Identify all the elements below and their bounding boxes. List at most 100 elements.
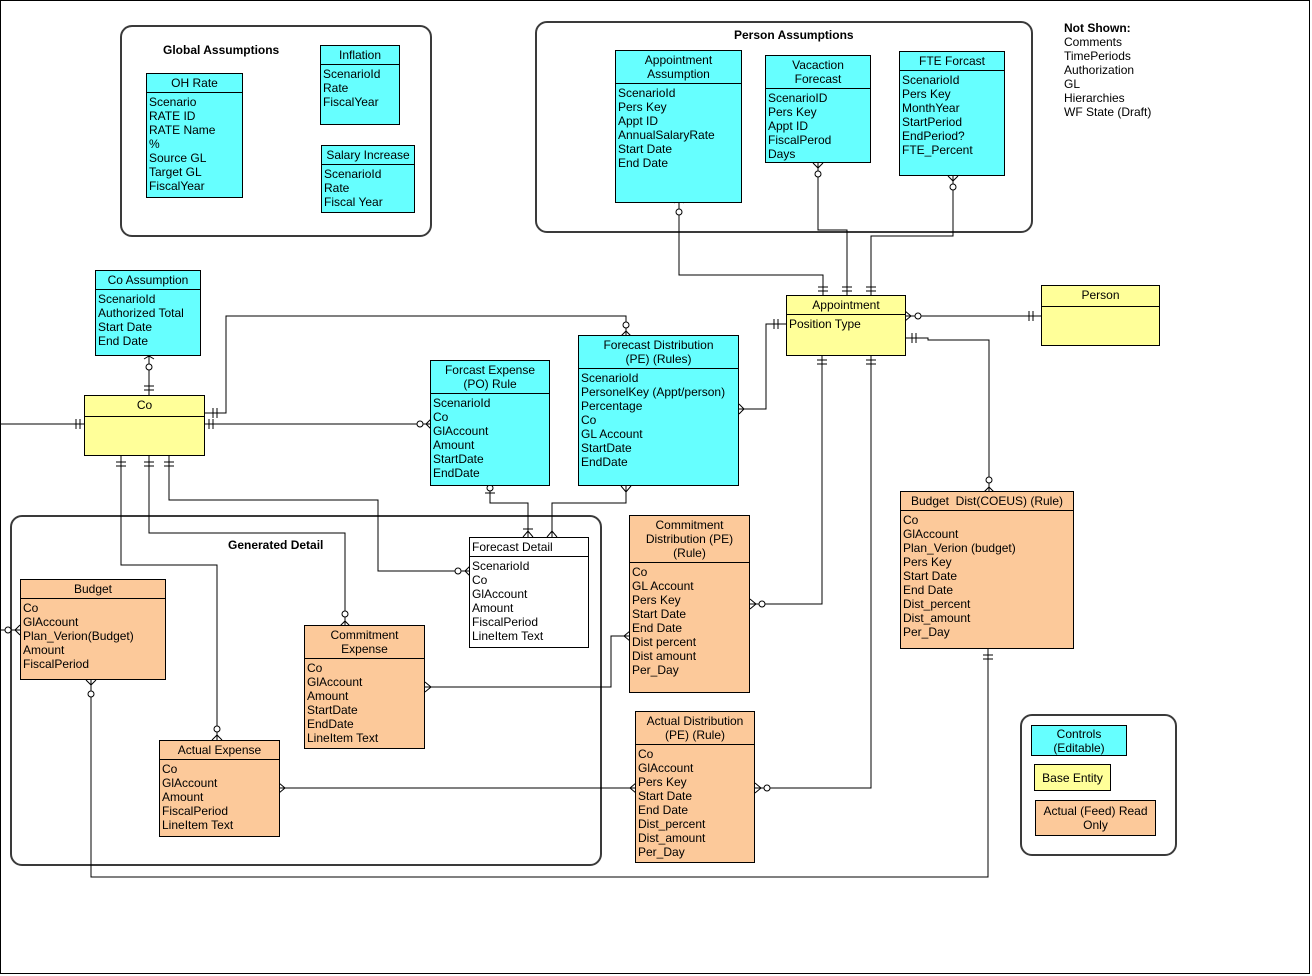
- entity-title: Forecast Detail: [470, 538, 588, 557]
- entity-appointment[interactable]: Appointment Position Type: [786, 295, 906, 356]
- entity-budget[interactable]: Budget Co GlAccount Plan_Verion(Budget) …: [20, 579, 166, 680]
- entity-field: StartDate: [307, 703, 358, 717]
- entity-field: EndDate: [307, 717, 354, 731]
- entity-field: ScenarioId: [324, 167, 382, 181]
- entity-title: Budget: [21, 580, 165, 599]
- entity-field: Scenario: [149, 95, 197, 109]
- entity-title: FTE Forcast: [900, 52, 1004, 71]
- entity-field: Appt ID: [768, 119, 809, 133]
- entity-field: LineItem Text: [162, 818, 234, 832]
- entity-field: Appt ID: [618, 114, 659, 128]
- not-shown-title: Not Shown:: [1064, 21, 1131, 35]
- entity-field: GlAccount: [903, 527, 959, 541]
- entity-field: Target GL: [149, 165, 202, 179]
- connector-apptassumption-appointment: [678, 203, 824, 296]
- entity-field: End Date: [632, 621, 683, 635]
- entity-field: Amount: [162, 790, 204, 804]
- entity-actual-distribution[interactable]: Actual Distribution (PE) (Rule) Co GlAcc…: [635, 711, 755, 863]
- entity-field: StartDate: [433, 452, 484, 466]
- entity-field: ScenarioId: [98, 292, 156, 306]
- entity-field: Start Date: [98, 320, 153, 334]
- entity-co-assumption[interactable]: Co Assumption ScenarioId Authorized Tota…: [95, 270, 201, 356]
- entity-oh-rate[interactable]: OH Rate Scenario RATE ID RATE Name % Sou…: [146, 73, 243, 198]
- entity-commitment-distribution[interactable]: Commitment Distribution (PE) (Rule) Co G…: [629, 515, 750, 693]
- entity-field: AnnualSalaryRate: [618, 128, 715, 142]
- entity-inflation[interactable]: Inflation ScenarioId Rate FiscalYear: [320, 45, 400, 125]
- entity-budget-dist[interactable]: Budget Dist(COEUS) (Rule) Co GlAccount P…: [900, 491, 1074, 649]
- entity-title: Commitment Distribution (PE) (Rule): [630, 516, 749, 563]
- entity-title: Commitment Expense: [305, 626, 424, 659]
- entity-field: ScenarioId: [323, 67, 381, 81]
- entity-field: Start Date: [903, 569, 958, 583]
- entity-field: EndPeriod?: [902, 129, 965, 143]
- entity-field: GlAccount: [23, 615, 79, 629]
- entity-co[interactable]: Co: [84, 395, 205, 456]
- entity-field: StartPeriod: [902, 115, 963, 129]
- entity-appointment-assumption[interactable]: Appointment Assumption ScenarioId Pers K…: [615, 50, 742, 203]
- entity-field: MonthYear: [902, 101, 960, 115]
- entity-field: ScenarioId: [902, 73, 960, 87]
- entity-forcast-expense[interactable]: Forcast Expense (PO) Rule ScenarioId Co …: [430, 360, 550, 486]
- entity-forecast-distribution[interactable]: Forecast Distribution (PE) (Rules) Scena…: [578, 335, 739, 486]
- connector-co-commitmentexpense: [148, 455, 346, 626]
- entity-field: Source GL: [149, 151, 207, 165]
- person-assumptions-title: Person Assumptions: [734, 28, 854, 42]
- entity-title: Vacaction Forecast: [766, 56, 870, 89]
- entity-field: Co: [23, 601, 39, 615]
- entity-title: Appointment Assumption: [616, 51, 741, 84]
- entity-field: GlAccount: [307, 675, 363, 689]
- entity-field: Amount: [23, 643, 65, 657]
- entity-field: Pers Key: [632, 593, 681, 607]
- entity-field: ScenarioId: [581, 371, 639, 385]
- entity-field: Co: [632, 565, 648, 579]
- not-shown-note: Not Shown: Comments TimePeriods Authoriz…: [1064, 21, 1151, 119]
- entity-field: LineItem Text: [307, 731, 379, 745]
- connector-vacation-appointment: [817, 163, 848, 296]
- entity-title: Forecast Distribution (PE) (Rules): [579, 336, 738, 369]
- entity-field: Fiscal Year: [324, 195, 383, 209]
- entity-title: Actual Distribution (PE) (Rule): [636, 712, 754, 745]
- entity-field: Position Type: [789, 317, 861, 331]
- entity-field: Co: [307, 661, 323, 675]
- connector-co-forecastdistribution: [205, 315, 627, 414]
- entity-title: Appointment: [787, 296, 905, 315]
- entity-commitment-expense[interactable]: Commitment Expense Co GlAccount Amount S…: [304, 625, 425, 749]
- entity-field: FiscalPeriod: [23, 657, 90, 671]
- entity-field: Dist_amount: [638, 831, 706, 845]
- entity-field: Co: [472, 573, 488, 587]
- not-shown-item: WF State (Draft): [1064, 105, 1152, 119]
- entity-field: GlAccount: [162, 776, 218, 790]
- connector-fte-appointment: [870, 176, 954, 296]
- entity-title: Inflation: [321, 46, 399, 65]
- entity-field: Start Date: [638, 789, 693, 803]
- entity-person[interactable]: Person: [1041, 285, 1160, 346]
- entity-field: Dist_percent: [638, 817, 706, 831]
- entity-forecast-detail[interactable]: Forecast Detail ScenarioId Co GlAccount …: [469, 537, 589, 648]
- entity-field: GlAccount: [433, 424, 489, 438]
- entity-actual-expense[interactable]: Actual Expense Co GlAccount Amount Fisca…: [159, 740, 280, 837]
- entity-field: %: [149, 137, 160, 151]
- not-shown-item: Hierarchies: [1064, 91, 1125, 105]
- entity-field: Pers Key: [903, 555, 952, 569]
- not-shown-item: TimePeriods: [1064, 49, 1131, 63]
- entity-field: Per_Day: [903, 625, 950, 639]
- entity-field: FiscalYear: [323, 95, 379, 109]
- entity-field: Start Date: [618, 142, 673, 156]
- entity-field: GL Account: [581, 427, 643, 441]
- entity-field: ScenarioId: [618, 86, 676, 100]
- entity-field: GlAccount: [472, 587, 528, 601]
- entity-field: PersonelKey (Appt/person): [581, 385, 726, 399]
- entity-field: Start Date: [632, 607, 687, 621]
- entity-field: FiscalPeriod: [162, 804, 229, 818]
- entity-fte-forcast[interactable]: FTE Forcast ScenarioId Pers Key MonthYea…: [899, 51, 1005, 176]
- entity-vacation-forecast[interactable]: Vacaction Forecast ScenarioID Pers Key A…: [765, 55, 871, 163]
- global-assumptions-title: Global Assumptions: [163, 43, 280, 57]
- connector-forecastdistribution-forecastdetail: [551, 486, 627, 537]
- entity-field: GlAccount: [638, 761, 694, 775]
- connector-appointment-commitmentdistribution: [750, 355, 823, 605]
- entity-field: Co: [433, 410, 449, 424]
- entity-salary-increase[interactable]: Salary Increase ScenarioId Rate Fiscal Y…: [321, 145, 415, 213]
- entity-field: Co: [581, 413, 597, 427]
- legend-controls: Controls (Editable): [1031, 725, 1127, 756]
